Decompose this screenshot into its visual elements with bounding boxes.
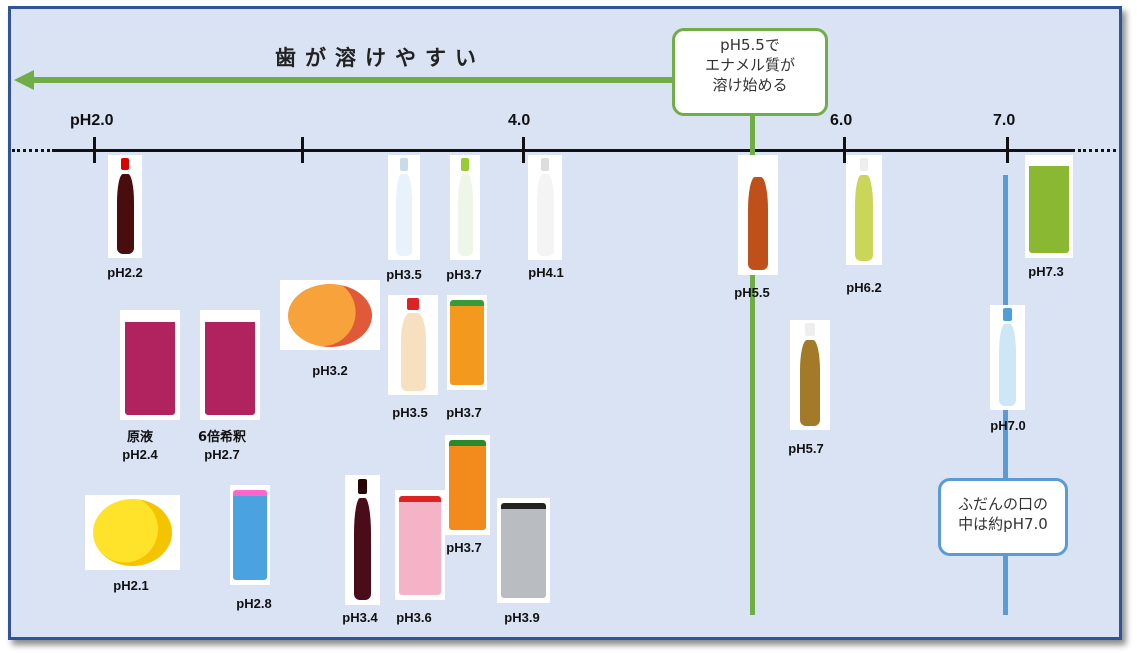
ph-value: pH2.1 bbox=[113, 578, 149, 593]
grapefruit-image bbox=[280, 280, 380, 350]
lemon-ph-label: pH2.1 bbox=[113, 577, 148, 594]
callout-line: エナメル質が bbox=[704, 56, 795, 74]
callout-line: 中は約pH7.0 bbox=[958, 515, 1048, 533]
gogo-no-kocha-image bbox=[738, 155, 778, 275]
irohasu-ph-label: pH3.7 bbox=[446, 266, 481, 283]
ph-value: pH5.7 bbox=[788, 441, 824, 456]
title-teeth-dissolve: 歯が溶けやすい bbox=[275, 46, 485, 70]
tick-4 bbox=[522, 137, 525, 163]
apple-juice-ph-label: pH3.6 bbox=[396, 609, 431, 626]
ph-axis bbox=[55, 149, 1075, 152]
dilution-note: 6倍希釈 bbox=[197, 430, 247, 445]
mouth-callout: ふだんの口の 中は約pH7.0 bbox=[938, 478, 1068, 556]
kurozu-diluted-image bbox=[200, 310, 260, 420]
callout-line: pH5.5で bbox=[720, 36, 780, 54]
acidity-arrow bbox=[30, 77, 675, 83]
yakult-image bbox=[388, 295, 438, 395]
cola-ph-label: pH2.2 bbox=[107, 264, 142, 281]
ph55-line bbox=[750, 112, 755, 615]
vegetable-juice-image bbox=[447, 295, 487, 390]
ph-value: pH2.2 bbox=[107, 265, 143, 280]
iyemon-image bbox=[846, 155, 882, 265]
ph-value: pH4.1 bbox=[528, 265, 564, 280]
ph-value: pH3.5 bbox=[392, 405, 428, 420]
ph-value: pH7.3 bbox=[1028, 264, 1064, 279]
lemon-image bbox=[85, 495, 180, 570]
unsweetened-tea-ph-label: pH5.7 bbox=[788, 440, 823, 457]
enamel-callout: pH5.5で エナメル質が 溶け始める bbox=[672, 28, 828, 116]
soy-milk-image bbox=[1025, 155, 1073, 258]
ph-value: pH3.7 bbox=[446, 540, 482, 555]
vegetable-juice-ph-label: pH3.7 bbox=[446, 404, 481, 421]
irohasu-image bbox=[450, 155, 480, 260]
wilkinson-ph-label: pH4.1 bbox=[528, 264, 563, 281]
tropicana-ph-label: pH3.7 bbox=[446, 539, 481, 556]
tick-2 bbox=[93, 137, 96, 163]
grapefruit-ph-label: pH3.2 bbox=[312, 362, 347, 379]
infographic-panel bbox=[8, 6, 1122, 640]
ph-value: pH5.5 bbox=[734, 285, 770, 300]
apple-juice-image bbox=[395, 490, 445, 600]
unsweetened-tea-image bbox=[790, 320, 830, 430]
dilution-note: 原液 bbox=[126, 430, 153, 445]
callout-line: ふだんの口の bbox=[957, 495, 1048, 513]
gogo-no-kocha-ph-label: pH5.5 bbox=[734, 284, 769, 301]
tick-7 bbox=[1006, 137, 1009, 163]
wilkinson-image bbox=[528, 155, 562, 260]
ph-value: pH7.0 bbox=[990, 418, 1026, 433]
volvic-image bbox=[990, 305, 1025, 410]
tick-label: 4.0 bbox=[508, 112, 531, 129]
pocari-sweat-image bbox=[388, 155, 420, 260]
ph-value: pH3.9 bbox=[504, 610, 540, 625]
pocari-sweat-ph-label: pH3.5 bbox=[386, 266, 421, 283]
hyoketsu-ph-label: pH2.8 bbox=[236, 595, 271, 612]
ph-value: pH3.2 bbox=[312, 363, 348, 378]
soy-milk-ph-label: pH7.3 bbox=[1028, 263, 1063, 280]
axis-dots-left bbox=[12, 149, 55, 152]
asahi-super-dry-image bbox=[497, 498, 550, 603]
red-wine-ph-label: pH3.4 bbox=[342, 609, 377, 626]
red-wine-image bbox=[345, 475, 380, 605]
tick-label: 7.0 bbox=[993, 112, 1016, 129]
ph-value: pH2.4 bbox=[122, 447, 158, 462]
yakult-ph-label: pH3.5 bbox=[392, 404, 427, 421]
ph-value: pH3.7 bbox=[446, 405, 482, 420]
arrow-left-icon bbox=[14, 70, 34, 90]
hyoketsu-image bbox=[230, 485, 270, 585]
asahi-super-dry-ph-label: pH3.9 bbox=[504, 609, 539, 626]
iyemon-ph-label: pH6.2 bbox=[846, 279, 881, 296]
volvic-ph-label: pH7.0 bbox=[990, 417, 1025, 434]
ph-value: pH2.7 bbox=[204, 447, 240, 462]
tick-3 bbox=[301, 137, 304, 163]
axis-dots-right bbox=[1078, 149, 1116, 152]
ph-value: pH3.5 bbox=[386, 267, 422, 282]
ph-value: pH6.2 bbox=[846, 280, 882, 295]
ph-value: pH3.7 bbox=[446, 267, 482, 282]
kurozu-undiluted-ph-label: 原液 pH2.4 bbox=[122, 429, 157, 463]
tick-label: pH2.0 bbox=[70, 112, 114, 129]
kurozu-undiluted-image bbox=[120, 310, 180, 420]
ph-value: pH3.4 bbox=[342, 610, 378, 625]
cola-image bbox=[108, 155, 142, 258]
ph-value: pH3.6 bbox=[396, 610, 432, 625]
ph-value: pH2.8 bbox=[236, 596, 272, 611]
tick-label: 6.0 bbox=[830, 112, 853, 129]
kurozu-diluted-ph-label: 6倍希釈 pH2.7 bbox=[198, 429, 246, 463]
tropicana-image bbox=[445, 435, 490, 535]
callout-line: 溶け始める bbox=[712, 76, 788, 94]
tick-6 bbox=[843, 137, 846, 163]
